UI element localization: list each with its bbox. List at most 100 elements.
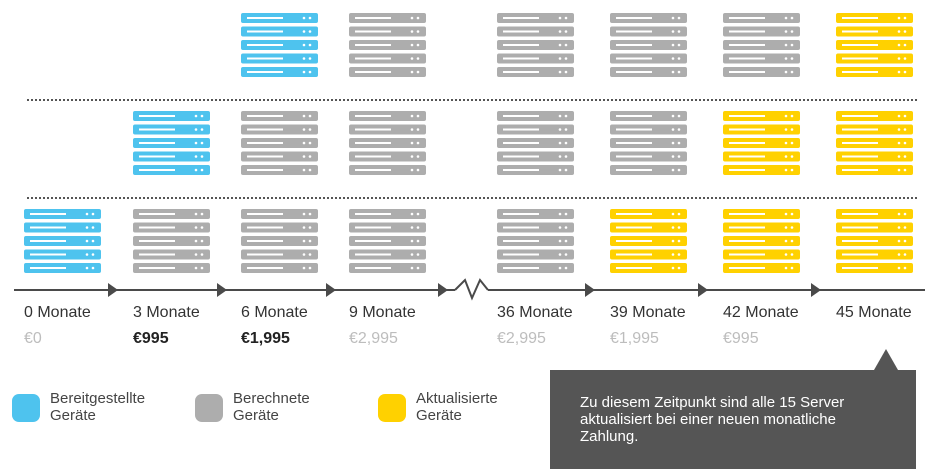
server-unit-icon — [723, 67, 800, 77]
server-unit-icon — [349, 13, 426, 23]
server-unit-icon — [241, 26, 318, 37]
legend-swatch-provided — [12, 394, 40, 422]
server-unit-icon — [497, 151, 574, 162]
column-label: 39 Monate — [610, 304, 686, 321]
server-unit-icon — [241, 67, 318, 77]
server-unit-icon — [349, 209, 426, 219]
server-unit-icon — [836, 249, 913, 260]
server-unit-icon — [610, 40, 687, 50]
callout-text: Zu diesem Zeitpunkt sind alle 15 Server … — [580, 394, 845, 445]
server-unit-icon — [723, 13, 800, 23]
server-unit-icon — [497, 67, 574, 77]
timeline-break-icon — [454, 278, 489, 301]
column-price: €1,995 — [610, 330, 659, 347]
server-unit-icon — [241, 138, 318, 148]
server-unit-icon — [241, 236, 318, 246]
server-unit-icon — [723, 26, 800, 37]
server-unit-icon — [497, 209, 574, 219]
server-unit-icon — [241, 40, 318, 50]
callout-box: Zu diesem Zeitpunkt sind alle 15 Server … — [550, 370, 916, 469]
server-unit-icon — [836, 67, 913, 77]
server-unit-icon — [610, 165, 687, 175]
server-unit-icon — [241, 222, 318, 233]
server-unit-icon — [723, 40, 800, 50]
server-unit-icon — [723, 111, 800, 121]
server-unit-icon — [723, 53, 800, 64]
server-unit-icon — [349, 124, 426, 135]
column-price: €1,995 — [241, 330, 290, 347]
server-unit-icon — [349, 111, 426, 121]
legend-swatch-billed — [195, 394, 223, 422]
server-unit-icon — [610, 26, 687, 37]
server-unit-icon — [610, 67, 687, 77]
server-unit-icon — [836, 138, 913, 148]
server-unit-icon — [610, 236, 687, 246]
server-unit-icon — [24, 236, 101, 246]
server-unit-icon — [241, 111, 318, 121]
row-divider-top — [27, 99, 917, 101]
server-unit-icon — [836, 13, 913, 23]
server-unit-icon — [497, 40, 574, 50]
row-divider-bottom — [27, 197, 917, 199]
server-unit-icon — [349, 222, 426, 233]
server-unit-icon — [24, 263, 101, 273]
server-unit-icon — [497, 222, 574, 233]
timeline-axis — [14, 278, 925, 301]
server-unit-icon — [836, 236, 913, 246]
server-unit-icon — [836, 124, 913, 135]
server-unit-icon — [349, 67, 426, 77]
server-unit-icon — [610, 111, 687, 121]
legend-label-billed: Berechnete Geräte — [233, 390, 310, 424]
server-unit-icon — [836, 263, 913, 273]
server-unit-icon — [349, 263, 426, 273]
column-price: €2,995 — [497, 330, 546, 347]
server-unit-icon — [349, 26, 426, 37]
server-unit-icon — [497, 165, 574, 175]
server-unit-icon — [349, 165, 426, 175]
server-unit-icon — [133, 209, 210, 219]
server-unit-icon — [723, 236, 800, 246]
timeline-arrow-icon — [585, 283, 595, 297]
server-unit-icon — [24, 222, 101, 233]
server-unit-icon — [836, 111, 913, 121]
server-unit-icon — [497, 263, 574, 273]
server-unit-icon — [836, 165, 913, 175]
server-unit-icon — [610, 124, 687, 135]
server-unit-icon — [497, 26, 574, 37]
server-unit-icon — [836, 222, 913, 233]
server-unit-icon — [24, 209, 101, 219]
timeline-arrow-icon — [698, 283, 708, 297]
column-label: 42 Monate — [723, 304, 799, 321]
server-unit-icon — [349, 151, 426, 162]
server-unit-icon — [497, 236, 574, 246]
server-unit-icon — [241, 209, 318, 219]
server-unit-icon — [24, 249, 101, 260]
timeline-arrow-icon — [108, 283, 118, 297]
column-price: €0 — [24, 330, 42, 347]
server-unit-icon — [133, 124, 210, 135]
column-price: €995 — [723, 330, 759, 347]
column-price: €995 — [133, 330, 169, 347]
server-unit-icon — [723, 124, 800, 135]
column-price: €2,995 — [349, 330, 398, 347]
server-unit-icon — [349, 40, 426, 50]
server-stacks — [24, 13, 913, 273]
server-unit-icon — [497, 138, 574, 148]
column-label: 6 Monate — [241, 304, 308, 321]
server-unit-icon — [610, 138, 687, 148]
server-unit-icon — [133, 138, 210, 148]
server-unit-icon — [497, 53, 574, 64]
legend-updated: Aktualisierte Geräte — [378, 390, 536, 424]
server-unit-icon — [133, 236, 210, 246]
legend-swatch-updated — [378, 394, 406, 422]
server-unit-icon — [241, 124, 318, 135]
server-unit-icon — [610, 209, 687, 219]
callout-pointer — [874, 349, 898, 370]
server-unit-icon — [723, 249, 800, 260]
server-unit-icon — [241, 249, 318, 260]
server-unit-icon — [241, 263, 318, 273]
server-unit-icon — [133, 222, 210, 233]
legend-label-updated: Aktualisierte Geräte — [416, 390, 498, 424]
server-unit-icon — [241, 151, 318, 162]
